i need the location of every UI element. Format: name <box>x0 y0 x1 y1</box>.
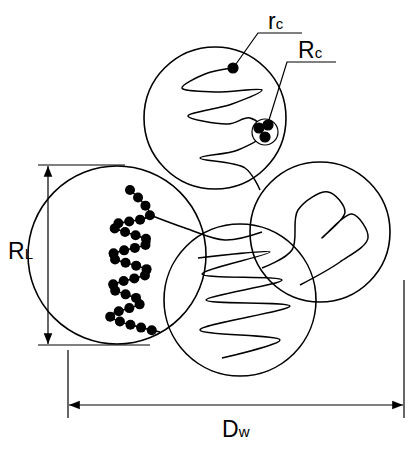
radius-label: Rc <box>298 39 322 62</box>
bead <box>140 270 150 280</box>
bead <box>125 185 135 195</box>
polymer-chain <box>110 190 160 332</box>
dimension-line <box>69 404 403 405</box>
segment-circle <box>252 119 278 145</box>
bead <box>121 289 131 299</box>
bead <box>119 245 129 255</box>
bead <box>124 216 134 226</box>
polymer-chain <box>198 251 290 358</box>
bead <box>130 243 140 253</box>
polymer-chain <box>150 215 262 240</box>
bead <box>131 230 141 240</box>
bead <box>115 317 125 327</box>
bead <box>140 201 150 211</box>
bead <box>140 240 150 250</box>
bead <box>114 306 124 316</box>
bead <box>133 193 143 203</box>
bead <box>119 276 129 286</box>
coil-circle <box>144 47 286 189</box>
bead <box>124 303 134 313</box>
dimension-label: RL <box>8 240 33 263</box>
dimension-line <box>47 166 48 344</box>
leader-line <box>269 62 336 120</box>
bead <box>129 273 139 283</box>
bead <box>110 254 120 264</box>
extension-line <box>403 280 404 418</box>
bead <box>131 261 141 271</box>
bead <box>228 63 238 73</box>
bead <box>135 215 145 225</box>
bead <box>110 286 120 296</box>
bead <box>120 227 130 237</box>
bead <box>121 258 131 268</box>
extension-line <box>38 164 125 165</box>
bead <box>125 320 135 330</box>
dimension-label: Dw <box>222 418 249 441</box>
leader-line <box>236 33 302 64</box>
extension-line <box>38 344 150 345</box>
bead <box>136 323 146 333</box>
bead <box>135 299 145 309</box>
bead <box>145 210 155 220</box>
bead <box>147 325 157 335</box>
polymer-chain <box>262 192 368 285</box>
bead <box>110 223 120 233</box>
extension-line <box>67 350 68 418</box>
bead <box>263 120 273 130</box>
bead <box>260 132 270 142</box>
radius-label: rc <box>268 10 283 33</box>
bead <box>105 312 115 322</box>
coil-circle <box>250 162 390 302</box>
